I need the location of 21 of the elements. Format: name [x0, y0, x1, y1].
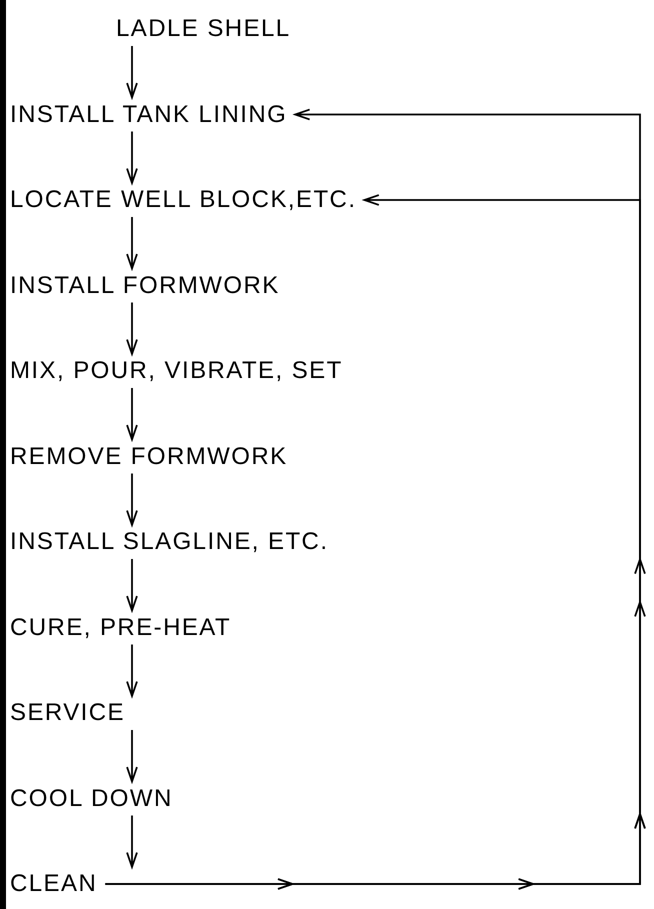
step-label: COOL DOWN	[10, 784, 173, 814]
arrow	[126, 558, 138, 614]
step-label: REMOVE FORMWORK	[10, 442, 288, 472]
arrow	[126, 130, 138, 186]
arrow	[126, 472, 138, 528]
step-label: INSTALL FORMWORK	[10, 270, 280, 300]
arrow	[126, 729, 138, 784]
step-label: SERVICE	[10, 698, 126, 728]
arrow	[126, 216, 138, 272]
arrow	[126, 45, 138, 100]
step-label: CURE, PRE-HEAT	[10, 612, 232, 642]
arrow	[126, 302, 138, 357]
arrow	[126, 387, 138, 442]
step-label: LOCATE WELL BLOCK,ETC.	[10, 185, 356, 215]
step-label: MIX, POUR, VIBRATE, SET	[10, 356, 343, 386]
step-label: LADLE SHELL	[116, 14, 291, 44]
step-label: INSTALL TANK LINING	[10, 100, 288, 130]
step-label: CLEAN	[10, 869, 98, 899]
arrow	[126, 644, 138, 699]
arrow	[126, 814, 138, 870]
step-label: INSTALL SLAGLINE, ETC.	[10, 527, 328, 557]
